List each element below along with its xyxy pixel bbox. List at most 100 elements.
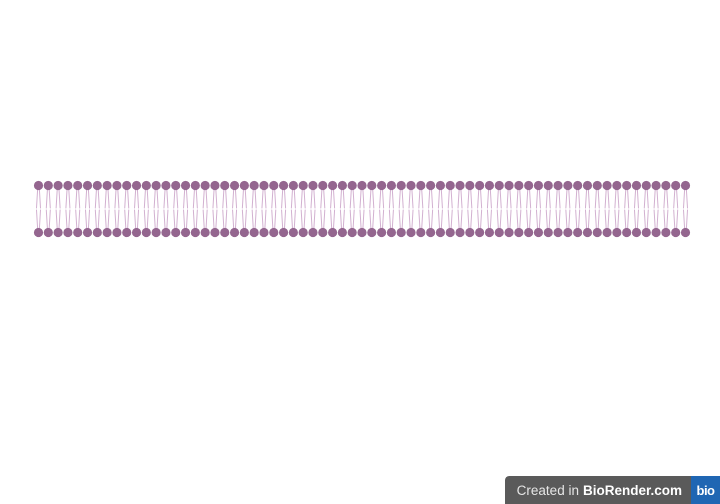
lower-tail-11-1 (134, 209, 137, 229)
upper-tail-18-2 (205, 189, 208, 209)
upper-tail-8-2 (107, 189, 110, 209)
lower-tail-42-2 (440, 209, 443, 229)
upper-tail-19-2 (215, 189, 218, 209)
biorender-watermark[interactable]: Created in BioRender.com bio (504, 476, 720, 504)
lower-tail-33-2 (352, 209, 355, 229)
lower-tail-8-2 (107, 209, 110, 229)
upper-head-17 (190, 180, 200, 191)
lower-tail-40-2 (421, 209, 424, 229)
lower-head-3 (53, 227, 63, 238)
upper-tail-20-2 (225, 189, 228, 209)
upper-head-49 (504, 180, 514, 191)
upper-head-2 (43, 180, 53, 191)
lower-tail-13-1 (153, 209, 156, 229)
lower-tail-17-2 (195, 209, 198, 229)
upper-tail-2-2 (48, 189, 51, 209)
lower-tail-28-2 (303, 209, 306, 229)
upper-tail-8-1 (104, 189, 107, 209)
lower-head-51 (524, 227, 534, 238)
lower-tail-16-2 (185, 209, 189, 229)
lower-tail-46-1 (477, 209, 480, 229)
upper-tail-32-1 (339, 189, 342, 209)
lower-head-11 (131, 227, 142, 238)
lower-head-59 (602, 227, 612, 238)
lower-tail-56-1 (575, 209, 578, 229)
lower-head-34 (357, 227, 367, 238)
lower-tail-23-2 (254, 209, 257, 229)
lower-tail-33-1 (349, 209, 352, 229)
lower-tail-20-1 (222, 209, 225, 229)
upper-tail-39-2 (411, 189, 414, 209)
lower-leaflet-heads (33, 227, 691, 238)
lower-tail-29-2 (313, 209, 316, 229)
lower-tail-28-1 (300, 209, 303, 229)
upper-head-10 (122, 180, 132, 191)
lower-head-25 (269, 227, 279, 238)
lower-tail-41-2 (431, 209, 434, 229)
upper-tail-64-1 (653, 189, 656, 209)
upper-tail-5-2 (78, 189, 81, 209)
lower-head-56 (573, 227, 583, 238)
lower-tail-1-1 (36, 209, 39, 229)
lower-tail-63-2 (646, 209, 649, 229)
watermark-brand: BioRender.com (582, 482, 682, 498)
upper-tail-44-2 (460, 189, 463, 209)
lower-head-38 (396, 227, 406, 238)
upper-head-16 (180, 180, 191, 191)
upper-tail-59-1 (604, 189, 607, 209)
upper-head-44 (455, 180, 465, 191)
upper-tail-51-1 (526, 189, 529, 209)
upper-tail-46-1 (477, 189, 480, 209)
upper-tail-38-1 (398, 189, 401, 209)
lower-tail-41-1 (428, 209, 431, 229)
upper-tail-12-1 (143, 189, 146, 209)
lower-tail-49-2 (509, 209, 512, 229)
lower-head-35 (367, 227, 377, 238)
upper-tail-17-2 (195, 189, 198, 209)
lower-tail-7-2 (97, 209, 100, 229)
lower-head-47 (484, 227, 495, 238)
lower-head-26 (278, 227, 289, 238)
upper-tail-2-1 (45, 189, 48, 209)
lower-tail-26-2 (283, 209, 287, 229)
upper-tail-23-1 (251, 189, 254, 209)
lower-head-12 (141, 227, 151, 238)
upper-tail-14-1 (163, 189, 166, 209)
upper-head-57 (582, 180, 593, 191)
lower-head-41 (426, 227, 436, 238)
lower-tail-25-2 (274, 209, 277, 229)
lower-tail-61-2 (627, 209, 630, 229)
upper-tail-60-1 (614, 189, 617, 209)
lower-tail-54-1 (555, 209, 558, 229)
upper-head-11 (131, 180, 142, 191)
lower-tail-60-2 (617, 209, 620, 229)
upper-tail-47-2 (489, 189, 492, 209)
lower-head-42 (435, 227, 446, 238)
lower-tail-4-1 (65, 209, 68, 229)
lower-tail-57-1 (584, 209, 588, 229)
lower-head-8 (102, 227, 112, 238)
upper-tail-63-2 (646, 189, 649, 209)
lower-head-63 (641, 227, 651, 238)
upper-head-21 (229, 180, 240, 191)
lower-head-45 (465, 227, 475, 238)
upper-tail-21-1 (232, 189, 235, 209)
lower-tail-32-1 (339, 209, 342, 229)
lower-tail-35-1 (369, 209, 372, 229)
lower-head-40 (416, 227, 426, 238)
upper-head-41 (426, 180, 436, 191)
lower-tail-63-1 (643, 209, 646, 229)
upper-tail-44-1 (457, 189, 460, 209)
upper-tail-18-1 (202, 189, 205, 209)
upper-tail-26-2 (283, 189, 287, 209)
upper-tail-5-1 (75, 189, 78, 209)
lower-tail-1-2 (38, 209, 41, 229)
lower-head-23 (249, 227, 259, 238)
upper-tail-29-2 (313, 189, 316, 209)
upper-tail-24-2 (264, 189, 267, 209)
upper-tail-46-2 (480, 189, 483, 209)
upper-tail-41-2 (431, 189, 434, 209)
upper-tail-29-1 (310, 189, 313, 209)
lower-tail-51-1 (526, 209, 529, 229)
lower-tail-23-1 (251, 209, 254, 229)
